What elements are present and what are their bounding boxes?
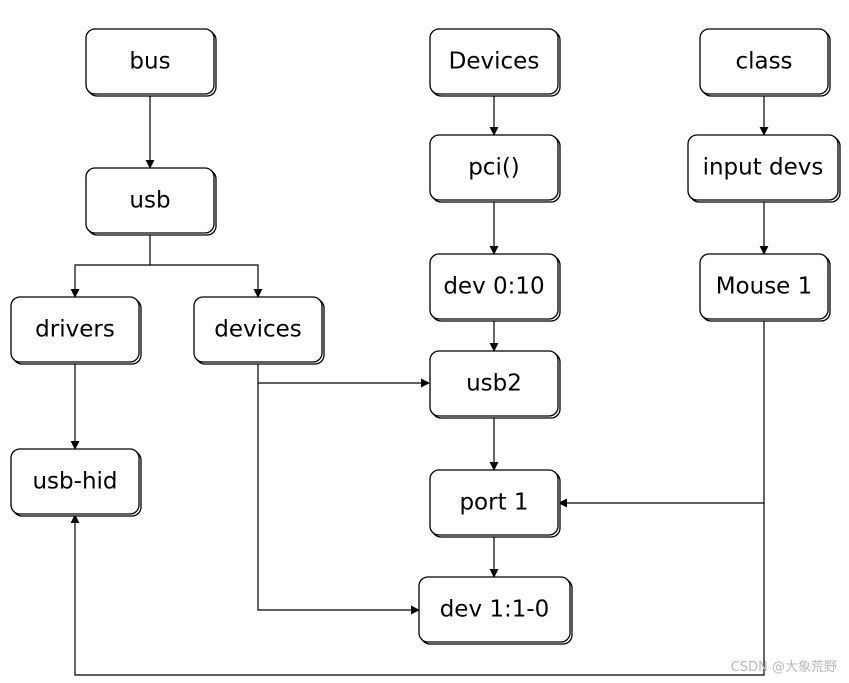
node-port-1-label: port 1 xyxy=(459,490,528,516)
node-port-1: port 1 xyxy=(429,469,561,538)
node-bus-label: bus xyxy=(129,49,170,75)
node-mouse-1-label: Mouse 1 xyxy=(716,274,813,300)
node-Devices: Devices xyxy=(429,28,561,97)
node-dev-0-10-label: dev 0:10 xyxy=(443,274,544,300)
node-usb2-label: usb2 xyxy=(466,371,522,397)
node-dev-0-10: dev 0:10 xyxy=(429,253,561,322)
edge-usb-to-drivers xyxy=(70,233,151,298)
node-devices-label: devices xyxy=(214,317,302,343)
node-pci: pci() xyxy=(429,134,561,203)
node-usb-label: usb xyxy=(129,188,170,214)
node-dev-1-1-0-label: dev 1:1-0 xyxy=(440,597,550,623)
node-pci-label: pci() xyxy=(468,155,520,181)
node-Devices-label: Devices xyxy=(449,49,540,75)
node-input-devs: input devs xyxy=(687,134,841,203)
node-drivers-label: drivers xyxy=(35,317,115,343)
node-input-devs-label: input devs xyxy=(703,155,824,181)
node-class-label: class xyxy=(735,49,792,75)
node-usb: usb xyxy=(85,167,217,236)
edge-devices-to-usb2 xyxy=(257,363,430,388)
edges xyxy=(70,94,769,676)
node-dev-1-1-0: dev 1:1-0 xyxy=(418,576,573,645)
node-usb-hid: usb-hid xyxy=(10,448,142,517)
watermark: CSDN @大象荒野 xyxy=(730,660,837,675)
node-class: class xyxy=(699,28,831,97)
edge-mouse-1-to-port-1 xyxy=(558,320,765,508)
node-devices: devices xyxy=(193,296,325,365)
edge-mouse-1-to-usb-hid xyxy=(70,503,765,676)
edge-usb-to-devices xyxy=(150,264,263,298)
node-mouse-1: Mouse 1 xyxy=(699,253,831,322)
node-usb2: usb2 xyxy=(429,350,561,419)
node-usb-hid-label: usb-hid xyxy=(32,469,117,495)
edge-devices-to-dev-1-1-0 xyxy=(257,383,420,615)
node-drivers: drivers xyxy=(10,296,142,365)
node-bus: bus xyxy=(85,28,217,97)
